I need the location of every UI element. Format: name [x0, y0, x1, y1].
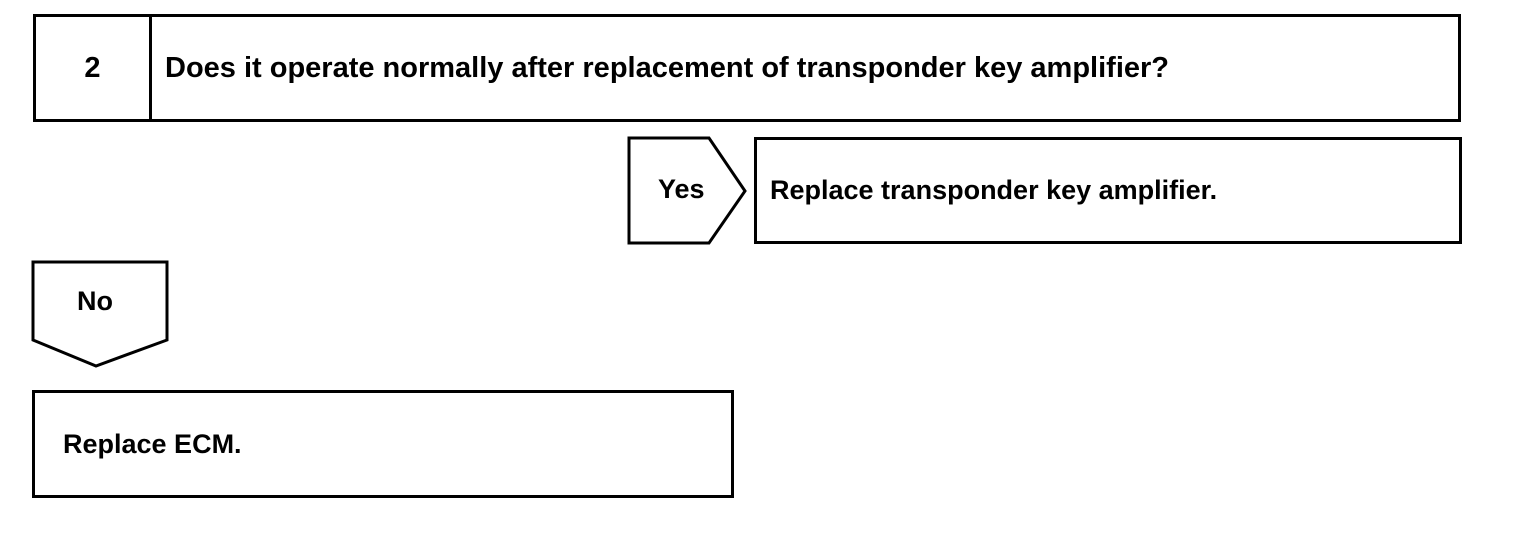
step-number: 2: [36, 17, 152, 119]
no-arrow-shape: [31, 260, 169, 368]
yes-result-text: Replace transponder key amplifier.: [770, 175, 1218, 205]
no-result-text: Replace ECM.: [63, 428, 242, 459]
yes-arrow: [627, 136, 747, 245]
step-question: Does it operate normally after replaceme…: [165, 51, 1170, 84]
no-label: No: [77, 286, 113, 316]
no-result-box: Replace ECM.: [32, 390, 734, 498]
step-box: 2 Does it operate normally after replace…: [33, 14, 1461, 122]
yes-arrow-shape: [627, 136, 747, 245]
no-arrow: [31, 260, 169, 368]
yes-result-box: Replace transponder key amplifier.: [754, 137, 1462, 244]
yes-label: Yes: [658, 174, 705, 204]
